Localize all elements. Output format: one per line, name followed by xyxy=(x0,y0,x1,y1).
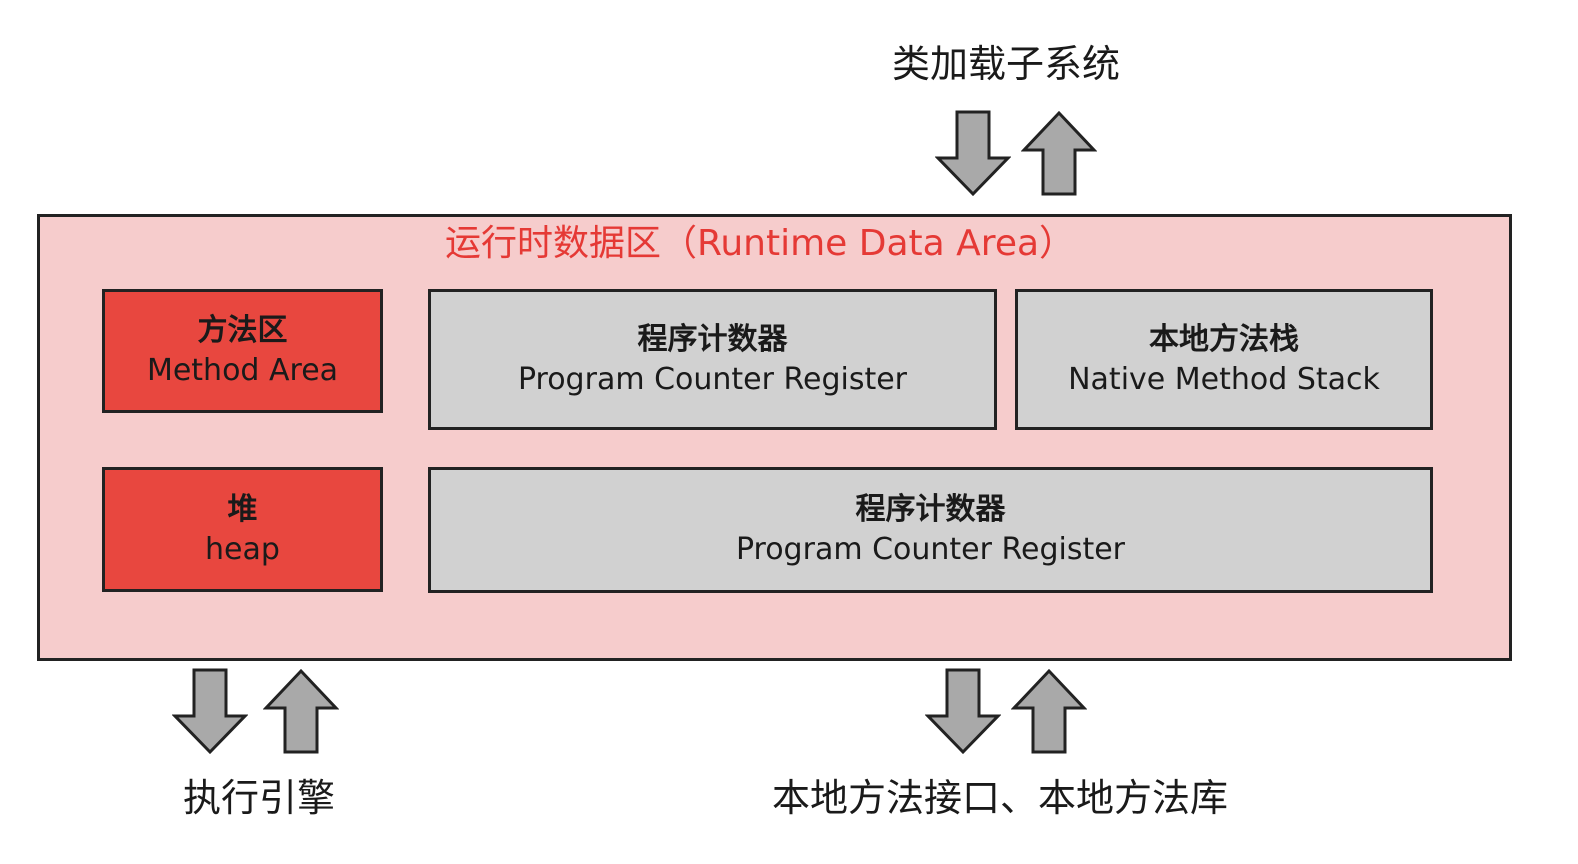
native-interface-label: 本地方法接口、本地方法库 xyxy=(771,776,1229,820)
pc-register-zh: 程序计数器 xyxy=(855,492,1006,527)
native-method-stack-en: Native Method Stack xyxy=(1068,361,1380,397)
runtime-data-area-title: 运行时数据区（Runtime Data Area） xyxy=(444,223,1076,264)
arrow-down-icon xyxy=(925,668,1001,755)
heap-zh: 堆 xyxy=(227,491,258,527)
arrow-up-icon xyxy=(263,668,339,754)
arrow-down-icon xyxy=(935,110,1011,197)
method-area-box: 方法区 Method Area xyxy=(102,289,383,413)
execution-engine-label: 执行引擎 xyxy=(182,776,336,820)
pc-register-zh: 程序计数器 xyxy=(637,321,788,357)
pc-register-en: Program Counter Register xyxy=(735,532,1126,567)
arrow-up-icon xyxy=(1021,110,1097,196)
native-method-stack-zh: 本地方法栈 xyxy=(1149,321,1299,357)
pc-register-box-top: 程序计数器 Program Counter Register xyxy=(428,289,997,430)
pc-register-box-bottom: 程序计数器 Program Counter Register xyxy=(428,467,1433,593)
method-area-en: Method Area xyxy=(146,353,339,388)
native-method-stack-box: 本地方法栈 Native Method Stack xyxy=(1015,289,1433,430)
arrow-up-icon xyxy=(1011,668,1087,754)
runtime-data-area xyxy=(37,214,1512,661)
heap-en: heap xyxy=(205,531,280,567)
class-loader-subsystem-label: 类加载子系统 xyxy=(891,42,1121,86)
method-area-zh: 方法区 xyxy=(197,313,288,348)
heap-box: 堆 heap xyxy=(102,467,383,592)
arrow-down-icon xyxy=(172,668,248,755)
pc-register-en: Program Counter Register xyxy=(517,361,908,397)
